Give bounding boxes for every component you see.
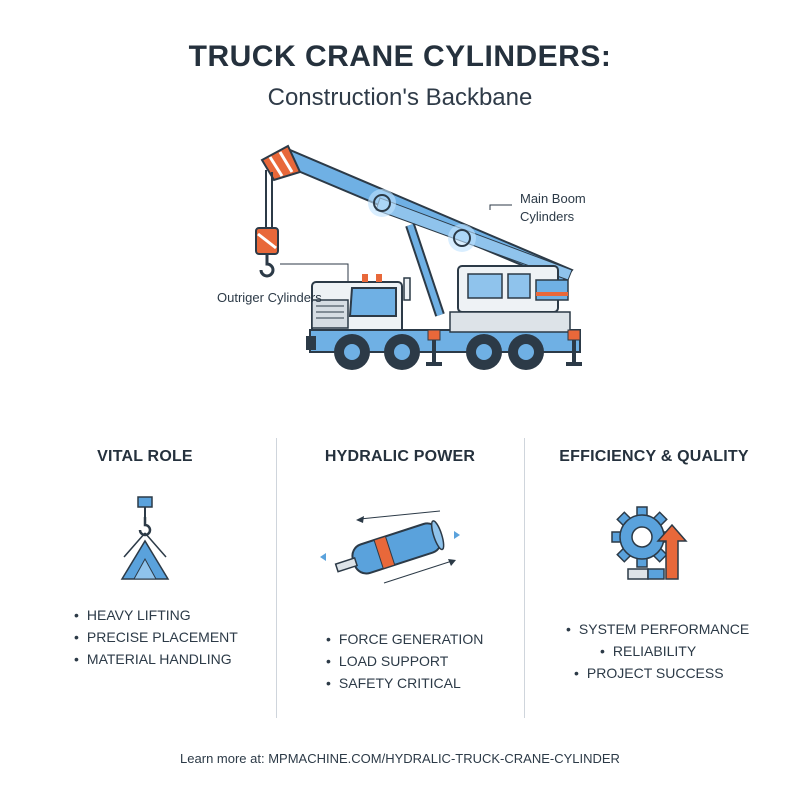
- list-item: MATERIAL HANDLING: [74, 648, 238, 670]
- list-item: RELIABILITY: [566, 640, 749, 662]
- list-item: SAFETY CRITICAL: [326, 672, 483, 694]
- hook-load-icon: [120, 496, 170, 580]
- column-title: HYDRALIC POWER: [324, 448, 476, 465]
- vital-role-bullets: HEAVY LIFTING PRECISE PLACEMENT MATERIAL…: [74, 604, 238, 670]
- column-vital-role: VITAL ROLE: [20, 448, 270, 466]
- column-hydraulic-power: HYDRALIC POWER: [278, 448, 522, 466]
- column-divider: [276, 438, 277, 718]
- gear-arrow-icon: [611, 506, 688, 580]
- list-item: HEAVY LIFTING: [74, 604, 238, 626]
- column-title: VITAL ROLE: [97, 448, 193, 465]
- page-subtitle: Construction's Backbane: [267, 84, 533, 111]
- hydraulic-cylinder-icon: [320, 510, 460, 584]
- list-item: FORCE GENERATION: [326, 628, 483, 650]
- column-divider: [524, 438, 525, 718]
- list-item: PRECISE PLACEMENT: [74, 626, 238, 648]
- column-title: EFFICIENCY & QUALITY: [559, 448, 749, 465]
- hydraulic-power-bullets: FORCE GENERATION LOAD SUPPORT SAFETY CRI…: [326, 628, 483, 694]
- truck-crane-illustration: [255, 144, 582, 370]
- column-efficiency-quality: EFFICIENCY & QUALITY: [526, 448, 782, 466]
- main-boom-cylinders-callout: Main Boom Cylinders: [520, 191, 586, 224]
- outrigger-cylinders-callout: Outriger Cylinders: [217, 290, 322, 305]
- list-item: PROJECT SUCCESS: [566, 662, 749, 684]
- page-title: TRUCK CRANE CYLINDERS:: [188, 40, 612, 73]
- list-item: LOAD SUPPORT: [326, 650, 483, 672]
- list-item: SYSTEM PERFORMANCE: [566, 618, 749, 640]
- efficiency-quality-bullets: SYSTEM PERFORMANCE RELIABILITY PROJECT S…: [566, 618, 749, 684]
- footer-link-text: Learn more at: MPMACHINE.COM/HYDRALIC-TR…: [180, 751, 620, 766]
